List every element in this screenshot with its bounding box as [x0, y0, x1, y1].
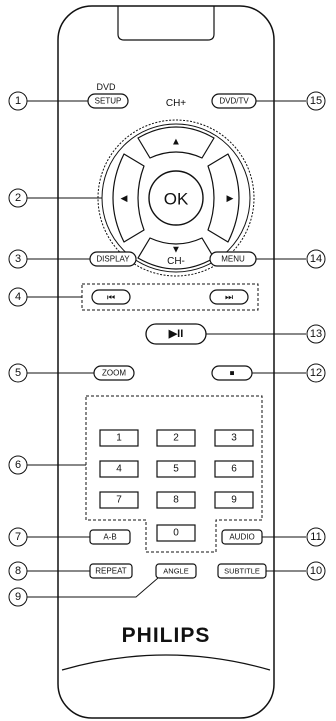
numpad-key-5[interactable]: 5 — [156, 460, 196, 478]
brand-logo: PHILIPS — [122, 624, 211, 647]
callout-number: 3 — [15, 253, 21, 265]
callout-14: 14 — [306, 249, 326, 269]
up-arrow-icon: ▲ — [171, 137, 181, 148]
numpad: 1 2 3 4 5 6 7 8 9 0 — [99, 429, 254, 542]
callout-number: 2 — [15, 192, 21, 204]
callout-1: 1 — [8, 91, 28, 111]
remote-body — [57, 5, 275, 719]
numpad-key-label: 0 — [173, 528, 179, 539]
right-arrow-icon: ▶ — [227, 193, 234, 203]
audio-button[interactable]: AUDIO — [221, 529, 263, 545]
stop-button[interactable]: ■ — [211, 365, 253, 381]
left-button[interactable]: ◀ — [112, 153, 145, 243]
callout-5: 5 — [8, 363, 28, 383]
callout-12: 12 — [306, 363, 326, 383]
numpad-key-label: 1 — [116, 433, 122, 444]
angle-button[interactable]: ANGLE — [155, 563, 197, 579]
callout-number: 8 — [15, 565, 21, 577]
setup-button[interactable]: SETUP — [87, 93, 129, 109]
dvd-label: DVD — [96, 82, 116, 92]
subtitle-button[interactable]: SUBTITLE — [217, 563, 267, 579]
numpad-key-3[interactable]: 3 — [214, 429, 254, 447]
numpad-key-0[interactable]: 0 — [156, 524, 196, 542]
up-button[interactable]: ▲ — [137, 126, 215, 159]
menu-button[interactable]: MENU — [209, 251, 257, 267]
display-button[interactable]: DISPLAY — [89, 251, 137, 267]
ch-minus-label: CH- — [167, 256, 185, 267]
zoom-button-label: ZOOM — [102, 369, 126, 378]
next-icon: ⏭ — [225, 292, 233, 302]
callout-2: 2 — [8, 188, 28, 208]
down-arrow-icon: ▼ — [171, 245, 181, 256]
callout-number: 15 — [310, 95, 322, 107]
dvd-tv-button-label: DVD/TV — [219, 97, 249, 106]
ab-button[interactable]: A-B — [89, 529, 131, 545]
left-arrow-icon: ◀ — [121, 193, 128, 203]
callout-number: 7 — [15, 531, 21, 543]
zoom-button[interactable]: ZOOM — [93, 365, 135, 381]
callout-15: 15 — [306, 91, 326, 111]
callout-13: 13 — [306, 324, 326, 344]
ok-button[interactable]: OK — [148, 170, 204, 226]
callout-number: 11 — [310, 531, 321, 543]
ok-button-label: OK — [164, 190, 189, 209]
callout-7: 7 — [8, 527, 28, 547]
display-button-label: DISPLAY — [96, 255, 130, 264]
stop-icon: ■ — [230, 369, 235, 378]
play-pause-icon: ▶II — [168, 328, 184, 340]
play-pause-button[interactable]: ▶II — [145, 323, 207, 345]
numpad-key-7[interactable]: 7 — [99, 491, 139, 509]
callout-11: 11 — [306, 527, 326, 547]
numpad-key-6[interactable]: 6 — [214, 460, 254, 478]
callout-number: 5 — [15, 367, 21, 379]
numpad-key-1[interactable]: 1 — [99, 429, 139, 447]
numpad-key-2[interactable]: 2 — [156, 429, 196, 447]
callout-10: 10 — [306, 561, 326, 581]
right-button[interactable]: ▶ — [207, 153, 240, 243]
callout-number: 14 — [310, 253, 322, 265]
callout-number: 6 — [15, 459, 21, 471]
repeat-button-label: REPEAT — [95, 567, 127, 576]
previous-icon: ⏮ — [107, 292, 115, 302]
callout-8: 8 — [8, 561, 28, 581]
numpad-outline — [85, 395, 263, 553]
numpad-key-9[interactable]: 9 — [214, 491, 254, 509]
navigation-pad: ▲ ▼ ◀ ▶ OK — [97, 119, 255, 277]
numpad-key-8[interactable]: 8 — [156, 491, 196, 509]
callout-number: 12 — [310, 367, 322, 379]
numpad-key-label: 8 — [173, 495, 179, 506]
dvd-tv-button[interactable]: DVD/TV — [211, 93, 257, 109]
audio-button-label: AUDIO — [229, 533, 254, 542]
ch-plus-label: CH+ — [166, 98, 186, 109]
numpad-key-label: 2 — [173, 433, 179, 444]
callout-number: 10 — [310, 565, 322, 577]
subtitle-button-label: SUBTITLE — [224, 567, 260, 576]
callout-3: 3 — [8, 249, 28, 269]
numpad-key-4[interactable]: 4 — [99, 460, 139, 478]
menu-button-label: MENU — [221, 255, 245, 264]
numpad-key-label: 5 — [173, 464, 179, 475]
setup-button-label: SETUP — [95, 97, 122, 106]
callout-number: 1 — [15, 95, 21, 107]
numpad-key-label: 6 — [231, 464, 237, 475]
next-button[interactable]: ⏭ — [209, 289, 249, 305]
angle-button-label: ANGLE — [163, 567, 188, 576]
repeat-button[interactable]: REPEAT — [89, 563, 133, 579]
callout-number: 9 — [15, 591, 21, 603]
numpad-key-label: 4 — [116, 464, 122, 475]
numpad-key-label: 7 — [116, 495, 122, 506]
callout-number: 13 — [310, 328, 322, 340]
previous-button[interactable]: ⏮ — [91, 289, 131, 305]
callout-number: 4 — [15, 291, 21, 303]
ab-button-label: A-B — [103, 533, 116, 542]
numpad-key-label: 9 — [231, 495, 237, 506]
callout-9: 9 — [8, 587, 28, 607]
numpad-key-label: 3 — [231, 433, 237, 444]
callout-4: 4 — [8, 287, 28, 307]
callout-lines — [27, 100, 306, 598]
callout-6: 6 — [8, 455, 28, 475]
